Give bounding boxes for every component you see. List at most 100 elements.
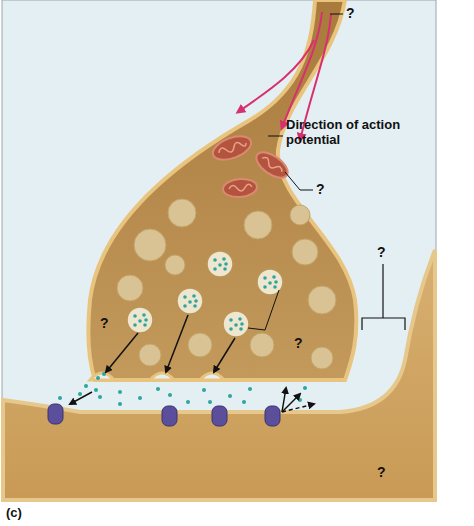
neurotransmitter-dot [202, 388, 206, 392]
degradation-arrow [282, 404, 314, 412]
cleft-bracket [362, 318, 405, 330]
fusion-pits [90, 373, 224, 380]
vesicles [117, 199, 336, 369]
neurotransmitter-dot [192, 294, 196, 298]
neurotransmitter-dot [268, 281, 272, 285]
vesicle [250, 333, 274, 357]
synaptic-vesicle [207, 251, 233, 277]
neurotransmitter-dot [186, 400, 190, 404]
neurotransmitter-dot [229, 318, 233, 322]
neurotransmitter-dot [58, 396, 62, 400]
neurotransmitter-dot [240, 322, 244, 326]
question-label: ? [377, 244, 386, 260]
neurotransmitter-dot [183, 295, 187, 299]
leader-lines [248, 14, 405, 330]
leader-line [248, 290, 279, 330]
neurotransmitter-dot [98, 395, 102, 399]
receptor [162, 406, 177, 426]
neurotransmitter-dot [102, 372, 106, 376]
neurotransmitter-dot [272, 275, 276, 279]
neurotransmitter-dot [133, 323, 137, 327]
release-arrow [106, 333, 138, 372]
release-arrow [166, 315, 188, 372]
vesicle [290, 205, 310, 225]
leader-line [285, 172, 313, 190]
action-potential-arrow [282, 12, 322, 128]
neurotransmitter-dot [222, 257, 226, 261]
action-potential-arrow [238, 40, 314, 112]
mitochondrion-body [252, 147, 292, 182]
neurotransmitter-dot [156, 387, 160, 391]
receptors [48, 404, 280, 426]
synaptic-vesicle [177, 288, 203, 314]
neurotransmitter-dot [96, 376, 100, 380]
mitochondrion-cristae [218, 140, 248, 156]
fusion-pit [90, 373, 114, 380]
neurotransmitter-dot [274, 280, 278, 284]
receptor [212, 406, 227, 426]
neurotransmitter-dot [303, 386, 307, 390]
mitochondrion [210, 132, 254, 164]
neurotransmitter-dot [143, 323, 147, 327]
vesicle [244, 211, 272, 239]
vesicle [139, 344, 161, 366]
neurotransmitter-dot [144, 318, 148, 322]
neurotransmitter-dot [94, 388, 98, 392]
mitochondria [210, 132, 292, 199]
question-label: ? [346, 5, 355, 21]
fusion-pit [200, 373, 224, 380]
mitochondrion [222, 178, 257, 199]
neurotransmitter-dot [263, 285, 267, 289]
vesicle [117, 275, 143, 301]
vesicle [165, 255, 185, 275]
synaptic-vesicle [127, 307, 153, 333]
neurotransmitter-dot [234, 323, 238, 327]
neurotransmitter-dots [58, 372, 307, 406]
neurotransmitter-dot [138, 396, 142, 400]
neurotransmitter-dot [78, 392, 82, 396]
neurotransmitter-dot [273, 285, 277, 289]
neurotransmitter-dot [133, 314, 137, 318]
neurotransmitter-dot [298, 398, 302, 402]
neurotransmitter-dot [248, 387, 252, 391]
neurotransmitter-dot [239, 327, 243, 331]
receptor [48, 404, 63, 424]
panel-label: (c) [6, 506, 22, 521]
leader-line [268, 136, 283, 137]
vesicle [308, 286, 336, 314]
mitochondrion-body [210, 132, 254, 164]
question-label: ? [377, 464, 386, 480]
neurotransmitter-dot [194, 299, 198, 303]
neurotransmitter-dot [213, 267, 217, 271]
mitochondrion-body [222, 178, 257, 199]
vesicle [292, 239, 318, 265]
question-label: ? [100, 315, 109, 331]
neurotransmitter-dot [142, 313, 146, 317]
bracket-stem [382, 264, 383, 318]
neurotransmitter-dot [238, 317, 242, 321]
axon-terminal [88, 0, 356, 380]
neurotransmitter-dot [183, 304, 187, 308]
direction-label: Direction of action potential [286, 118, 401, 148]
panel-ground [2, 0, 436, 500]
vesicle [311, 347, 333, 369]
neurotransmitter-dot [263, 276, 267, 280]
neurotransmitter-dot [213, 258, 217, 262]
mitochondrion [252, 147, 292, 182]
question-label: ? [294, 335, 303, 351]
neurotransmitter-dot [208, 400, 212, 404]
neurotransmitter-dot [193, 304, 197, 308]
synaptic-vesicle [223, 311, 249, 337]
neurotransmitter-dot [223, 267, 227, 271]
question-label: ? [316, 181, 325, 197]
binding-arrow [70, 392, 92, 404]
vesicle [134, 229, 166, 261]
vesicle [188, 333, 212, 357]
neurotransmitter-dot [138, 319, 142, 323]
mitochondrion-cristae [229, 184, 252, 192]
fusion-pit [150, 373, 174, 380]
neurotransmitter-dot [168, 393, 172, 397]
release-arrow [214, 338, 235, 372]
